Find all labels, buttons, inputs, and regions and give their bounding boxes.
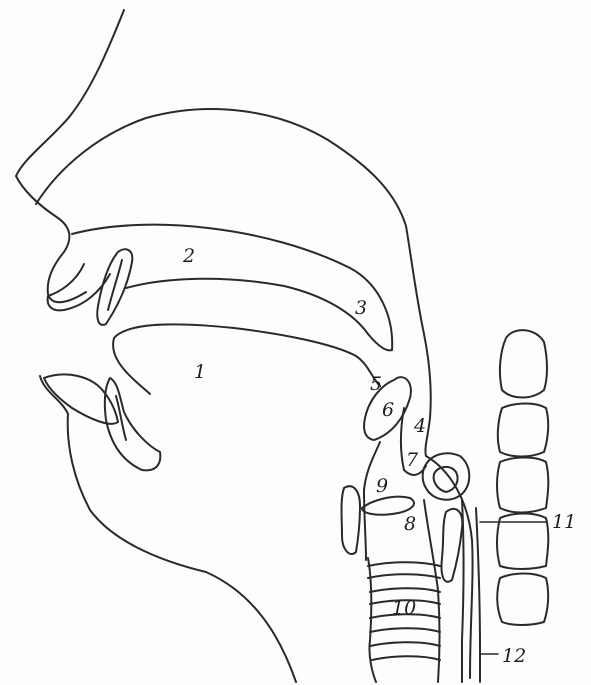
- cricoid-plate: [441, 509, 462, 582]
- trachea-ring-6: [370, 628, 440, 632]
- face-profile: [16, 10, 124, 302]
- label-8: 8: [404, 513, 416, 535]
- trachea-ring-1: [368, 562, 440, 566]
- label-2: 2: [182, 245, 195, 267]
- label-7: 7: [406, 449, 419, 471]
- hyoid-bone: [342, 486, 361, 554]
- upper-lip: [48, 264, 110, 310]
- label-10: 10: [392, 597, 416, 619]
- label-1: 1: [194, 361, 206, 383]
- cervical-vertebra-1: [500, 330, 547, 397]
- nasal-roof-posterior-pharyngeal-wall: [36, 109, 473, 678]
- label-6: 6: [382, 399, 394, 421]
- cervical-vertebra-3: [497, 458, 548, 513]
- trachea-ring-8: [372, 656, 440, 660]
- upper-incisor-pulp: [108, 260, 122, 310]
- label-9: 9: [376, 475, 388, 497]
- chin-neck-profile: [40, 376, 296, 682]
- esophagus-front-wall: [462, 500, 464, 682]
- trachea-ring-2: [368, 574, 440, 578]
- lower-lip: [44, 374, 118, 423]
- cervical-vertebra-2: [498, 404, 548, 457]
- tongue: [113, 324, 380, 394]
- cervical-vertebra-5: [497, 574, 548, 626]
- trachea-ring-7: [370, 642, 440, 646]
- arytenoid-inner: [434, 467, 458, 492]
- label-11: 11: [552, 511, 576, 533]
- label-5: 5: [370, 373, 382, 395]
- label-4: 4: [413, 415, 426, 437]
- label-12: 12: [502, 645, 526, 667]
- label-3: 3: [355, 297, 367, 319]
- palate-upper-outline: [72, 225, 392, 350]
- palate-lower-outline: [126, 279, 392, 351]
- trachea-ring-3: [370, 588, 440, 592]
- esophagus-back-wall: [476, 508, 480, 682]
